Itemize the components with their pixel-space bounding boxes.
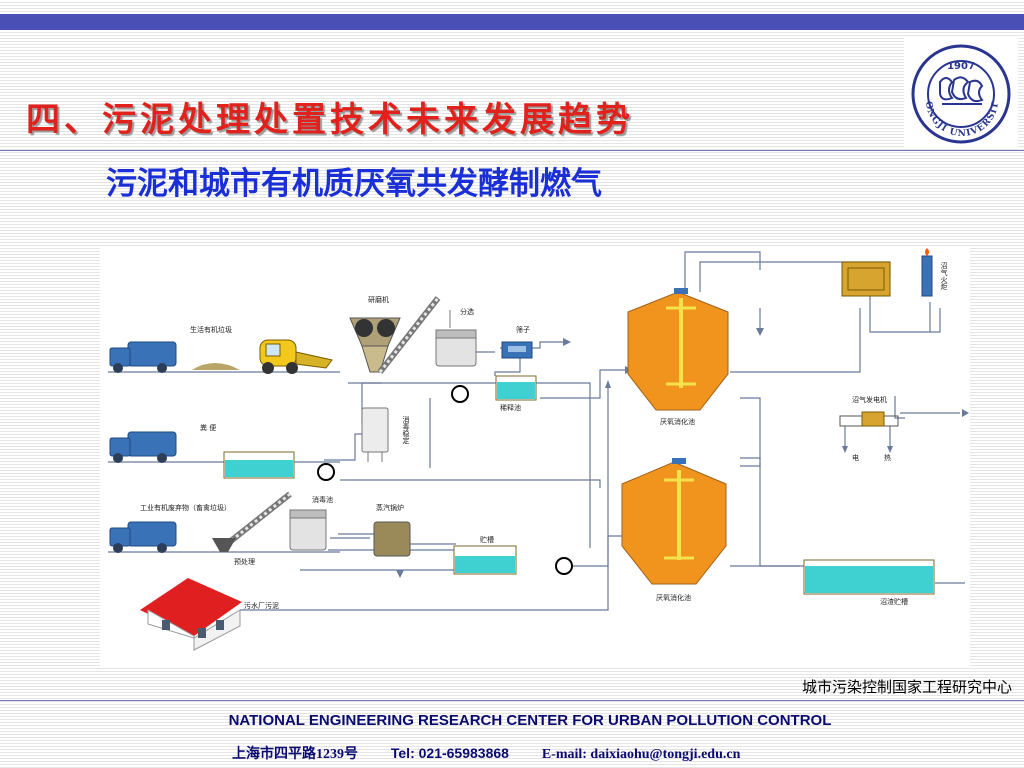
industrial-truck-icon bbox=[109, 521, 177, 553]
pump-icon-2 bbox=[317, 463, 335, 481]
label-mill: 研磨机 bbox=[368, 295, 389, 304]
label-sterilize-stabilize: 消毒稳定 bbox=[402, 415, 410, 445]
label-heat: 热 bbox=[884, 453, 891, 462]
digester-2-icon bbox=[621, 458, 727, 585]
label-pretreatment: 预处理 bbox=[234, 557, 255, 566]
mill-icon bbox=[349, 317, 401, 373]
household-truck-icon bbox=[109, 341, 177, 373]
pump-icon bbox=[451, 385, 469, 403]
footer-address: 上海市四平路1239号 bbox=[232, 747, 358, 762]
tongji-logo: 1907 TONGJI UNIVERSITY bbox=[899, 31, 1018, 148]
conveyor-icon bbox=[377, 296, 441, 374]
label-sorting: 分选 bbox=[460, 307, 474, 316]
footer-tel: Tel: 021-65983868 bbox=[390, 745, 509, 761]
feces-truck-icon bbox=[109, 431, 177, 463]
label-feces: 粪 便 bbox=[200, 423, 216, 432]
label-electricity: 电 bbox=[852, 453, 859, 462]
label-biogas-generator: 沼气发电机 bbox=[852, 395, 887, 404]
slide-subtitle: 污泥和城市有机质厌氧共发酵制燃气 bbox=[106, 166, 602, 202]
slide-title: 四、污泥处理处置技术未来发展趋势 bbox=[26, 100, 634, 140]
label-digester-2: 厌氧消化池 bbox=[656, 593, 691, 602]
label-biogas-torch: 沼气火炬 bbox=[940, 261, 948, 291]
footer-contact: 上海市四平路1239号 Tel: 021-65983868 E-mail: da… bbox=[232, 743, 768, 763]
label-wwtp-sludge: 污水厂污泥 bbox=[244, 601, 279, 610]
storage-tank-icon bbox=[453, 545, 517, 575]
digestate-tank-icon bbox=[803, 559, 935, 595]
industrial-conveyor-icon bbox=[212, 491, 292, 552]
screen-icon bbox=[501, 341, 533, 359]
tongji-logo-icon: 1907 TONGJI UNIVERSITY bbox=[899, 31, 1011, 144]
biogas-generator-icon bbox=[839, 411, 899, 427]
label-screen: 筛子 bbox=[516, 325, 530, 334]
research-center-name: 城市污染控制国家工程研究中心 bbox=[801, 678, 1012, 696]
gas-holder-icon bbox=[841, 261, 891, 297]
logo-year: 1907 bbox=[947, 61, 975, 72]
process-diagram-svg: 生活有机垃圾 研磨机 分选 筛子 稀释池 bbox=[108, 248, 969, 651]
title-rule bbox=[0, 150, 1024, 151]
label-storage-tank: 贮槽 bbox=[480, 535, 494, 544]
sterilize-vessel-icon bbox=[361, 407, 389, 462]
steam-boiler-icon bbox=[373, 521, 411, 557]
waste-pile-icon bbox=[192, 363, 240, 370]
footer-email[interactable]: E-mail: daixiaohu@tongji.edu.cn bbox=[541, 747, 741, 762]
digester-1-icon bbox=[627, 288, 729, 411]
label-dilution-tank: 稀释池 bbox=[500, 403, 521, 412]
pretreatment-unit-icon bbox=[289, 509, 327, 551]
research-center-name-en: NATIONAL ENGINEERING RESEARCH CENTER FOR… bbox=[228, 712, 832, 729]
top-bar bbox=[0, 14, 1024, 30]
loader-icon bbox=[259, 339, 333, 374]
footer-rule bbox=[0, 700, 1024, 701]
sorting-machine-icon bbox=[435, 310, 477, 367]
pipe-lines bbox=[108, 251, 965, 611]
process-diagram: 生活有机垃圾 研磨机 分选 筛子 稀释池 bbox=[100, 248, 970, 668]
label-disinfection-tank: 消毒池 bbox=[312, 495, 333, 504]
biogas-torch-icon bbox=[921, 248, 933, 297]
feces-tank-icon bbox=[223, 451, 295, 479]
label-steam-boiler: 蒸汽锅炉 bbox=[376, 503, 404, 512]
pump-icon-3 bbox=[555, 557, 573, 575]
label-industrial-waste: 工业有机废弃物（畜禽垃圾） bbox=[140, 503, 231, 512]
label-digester-1: 厌氧消化池 bbox=[660, 417, 695, 426]
label-household-waste: 生活有机垃圾 bbox=[190, 325, 232, 334]
wwtp-house-icon bbox=[140, 578, 242, 651]
label-digestate-tank: 沼渣贮槽 bbox=[880, 597, 908, 606]
dilution-tank-icon bbox=[495, 375, 537, 401]
